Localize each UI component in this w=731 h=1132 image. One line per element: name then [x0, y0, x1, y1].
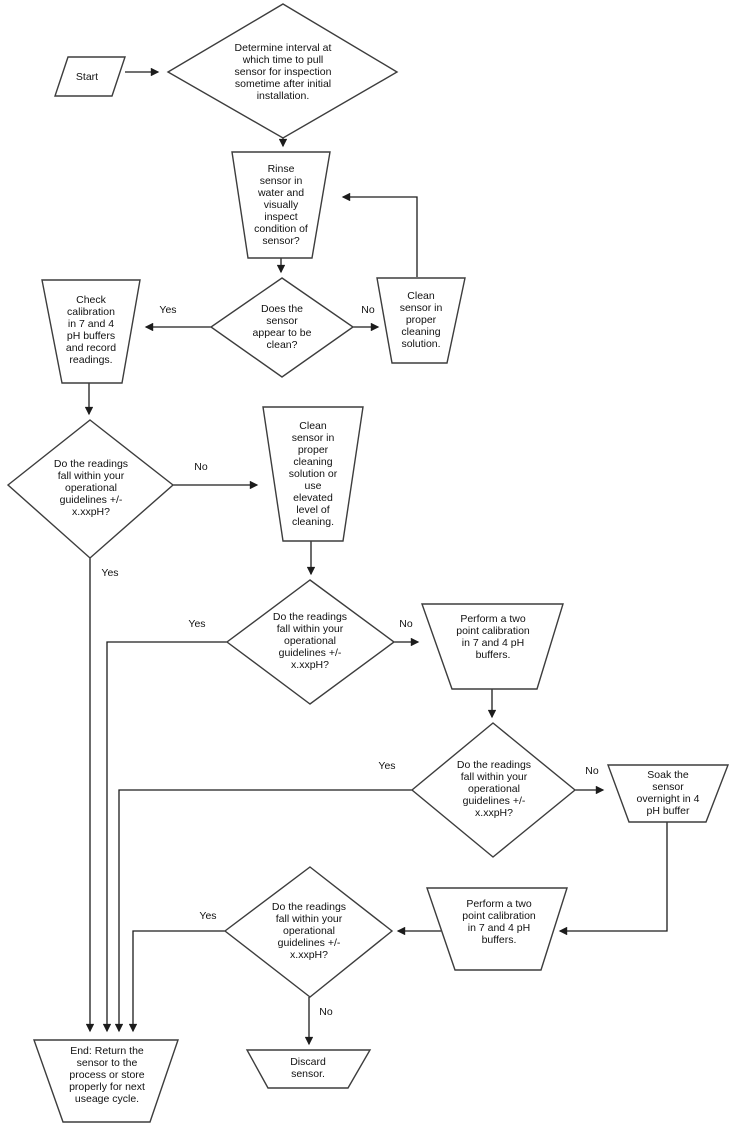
connector-readings2-yes-to-end: [102, 641, 227, 1033]
readings-q2-diamond: [225, 579, 396, 705]
connector-soak-to-calibration2: [558, 822, 668, 936]
start-parallelogram: [54, 56, 126, 97]
discard-sensor-trapezoid: [245, 1049, 372, 1089]
check-calibration-trapezoid: [41, 279, 141, 384]
two-point-calibration-1-trapezoid: [421, 603, 564, 690]
connector-readings3-yes-to-end: [114, 789, 412, 1033]
clean-sensor-trapezoid: [376, 277, 466, 364]
connector-readings4-yes-to-end: [128, 930, 225, 1033]
connector-clean-back-to-rinse: [341, 192, 418, 277]
two-point-calibration-2-trapezoid: [426, 887, 568, 971]
readings-q3-diamond: [410, 722, 577, 858]
end-trapezoid: [33, 1039, 179, 1123]
rinse-inspect-trapezoid: [231, 151, 331, 259]
soak-overnight-trapezoid: [606, 764, 730, 823]
clean-sensor-elevated-trapezoid: [262, 406, 364, 542]
readings-q1-diamond: [6, 419, 175, 559]
determine-interval-diamond: [166, 3, 399, 139]
sensor-clean-diamond: [209, 277, 355, 378]
readings-q4-diamond: [223, 866, 394, 998]
